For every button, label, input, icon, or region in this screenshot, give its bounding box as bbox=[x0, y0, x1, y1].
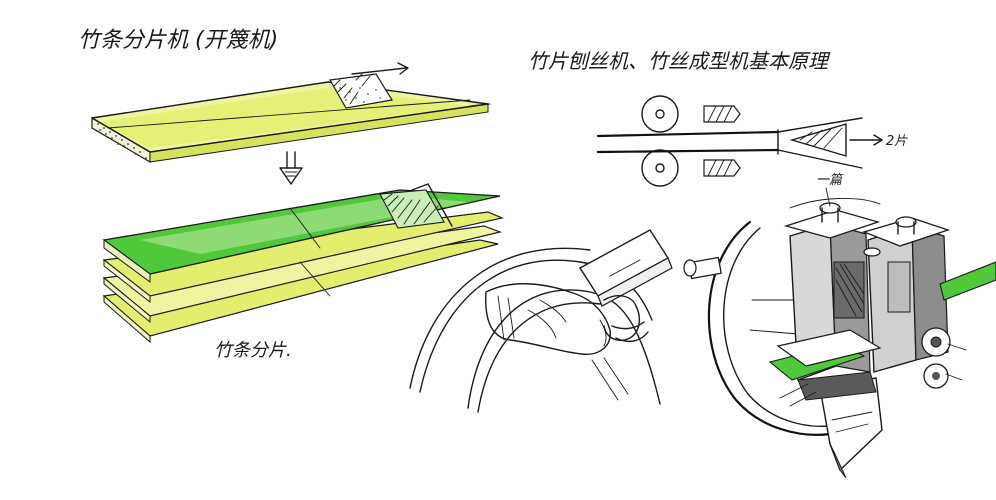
single-bamboo-strip bbox=[91, 62, 491, 164]
blade-label: 一篇 bbox=[816, 173, 844, 188]
title-shaving-principle: 竹片刨丝机、竹丝成型机基本原理 bbox=[528, 49, 831, 73]
down-arrow-icon bbox=[279, 151, 303, 185]
caption-strips-split: 竹条分片. bbox=[214, 340, 292, 361]
title-bamboo-splitter: 竹条分片机 (开篾机) bbox=[78, 28, 278, 53]
output-count-label: 2片 bbox=[886, 134, 908, 149]
split-bamboo-strips bbox=[102, 183, 504, 344]
hand-with-strip bbox=[409, 229, 673, 413]
shaving-machine-sketch bbox=[683, 187, 996, 479]
shaving-principle-diagram bbox=[596, 95, 883, 187]
